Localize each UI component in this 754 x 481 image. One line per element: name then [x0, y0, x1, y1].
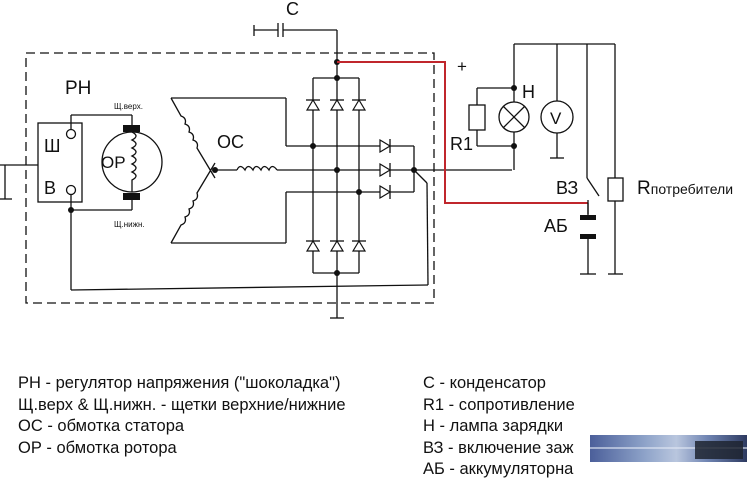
- rotor-label: ОР: [101, 153, 126, 172]
- plus-label: +: [457, 57, 467, 76]
- regulator-label: РН: [65, 78, 91, 99]
- load-label-sub: потребители: [651, 181, 733, 197]
- brush-bottom-label: Щ.нижн.: [114, 220, 145, 229]
- legend-item: ОР - обмотка ротора: [18, 438, 177, 457]
- legend-left: РН - регулятор напряжения ("шоколадка") …: [18, 373, 346, 459]
- brush-top-label: Щ.верх.: [114, 102, 143, 111]
- voltage-regulator: [0, 114, 132, 290]
- positive-wire: [337, 61, 588, 204]
- load-label-r: R: [637, 178, 651, 199]
- legend-right: С - конденсатор R1 - сопротивление Н - л…: [423, 373, 575, 481]
- lamp-label: Н: [522, 82, 535, 102]
- stator-label: ОС: [217, 132, 244, 152]
- terminal-sh-label: Ш: [44, 136, 61, 156]
- legend-item: Щ.верх & Щ.нижн. - щетки верхние/нижние: [18, 395, 346, 414]
- generator-housing-outline: [25, 52, 435, 304]
- capacitor: [253, 23, 338, 62]
- battery: [580, 203, 596, 275]
- dashboard-circuit: [468, 43, 624, 275]
- legend-item: R1 - сопротивление: [423, 395, 575, 414]
- stator-winding: [170, 97, 414, 244]
- capacitor-label: С: [286, 0, 299, 19]
- legend-item: АБ - аккумуляторна: [423, 460, 574, 478]
- legend-item: Н - лампа зарядки: [423, 417, 564, 435]
- ignition-label: ВЗ: [556, 178, 578, 198]
- stator-star-point: [212, 167, 218, 173]
- battery-label: АБ: [544, 216, 568, 236]
- voltmeter-label: V: [550, 109, 562, 128]
- legend-item: С - конденсатор: [423, 374, 546, 392]
- rotor-winding: [101, 115, 163, 210]
- load-label: Rпотребители: [637, 178, 733, 199]
- resistor-label: R1: [450, 134, 473, 154]
- legend-item: РН - регулятор напряжения ("шоколадка"): [18, 374, 341, 392]
- terminal-v-label: В: [44, 178, 56, 198]
- watermark-overlay: [590, 435, 747, 462]
- legend-item: ВЗ - включение заж: [423, 438, 574, 457]
- legend-item: ОС - обмотка статора: [18, 417, 185, 435]
- junction-dot: [68, 207, 74, 213]
